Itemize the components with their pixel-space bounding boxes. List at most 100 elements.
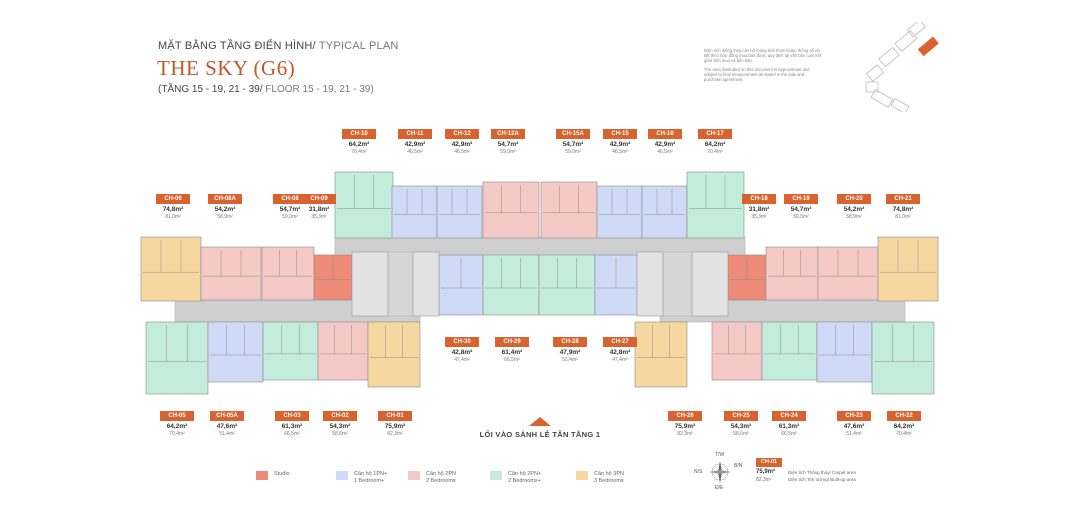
unit-carpet-area: 31,8m² (308, 206, 330, 213)
unit-built-up-area: 70,4m² (351, 149, 367, 155)
unit-carpet-area: 75,9m² (674, 423, 696, 430)
unit-carpet-area: 47,6m² (216, 423, 238, 430)
lobby-entrance-marker: LỐI VÀO SẢNH LỄ TÂN TẦNG 1 (470, 417, 610, 439)
unit-carpet-area: 47,9m² (559, 349, 581, 356)
unit-code: CH-19 (784, 194, 818, 204)
unit-block-ch-15a (540, 181, 598, 239)
unit-code: CH-10 (342, 129, 376, 139)
lobby-entrance-label: LỐI VÀO SẢNH LỄ TÂN TẦNG 1 (479, 430, 601, 439)
unit-block-ch-26 (634, 321, 688, 388)
corridor-link-east (662, 251, 693, 317)
unit-carpet-area: 64,2m² (348, 141, 370, 148)
legend-swatch (408, 471, 420, 480)
legend-swatch (576, 471, 588, 480)
unit-built-up-area: 51,4m² (562, 357, 578, 363)
unit-block-ch-05a (207, 321, 264, 383)
unit-code: CH-23 (837, 411, 871, 421)
built-up-area-description: Diện tích Tim tường/ Built-up area (788, 477, 856, 482)
compass-north: T/W (715, 452, 725, 458)
unit-carpet-area: 31,8m² (748, 206, 770, 213)
unit-carpet-area: 64,2m² (704, 141, 726, 148)
legend-swatch (336, 471, 348, 480)
unit-code: CH-12A (491, 129, 525, 139)
unit-code: CH-03 (275, 411, 309, 421)
unit-built-up-area: 66,5m² (284, 431, 300, 437)
unit-built-up-area: 70,4m² (169, 431, 185, 437)
unit-block-ch-15 (596, 185, 643, 239)
unit-code: CH-05A (210, 411, 244, 421)
unit-built-up-area: 51,4m² (219, 431, 235, 437)
unit-built-up-area: 46,5m² (612, 149, 628, 155)
core-east (691, 251, 729, 317)
legend-swatch (256, 471, 268, 480)
unit-built-up-area: 46,5m² (407, 149, 423, 155)
unit-code: CH-16 (648, 129, 682, 139)
legend-label-vi: Căn hộ 2PN+ (508, 471, 542, 477)
unit-built-up-area: 82,3m² (677, 431, 693, 437)
unit-carpet-area: 54,7m² (562, 141, 584, 148)
unit-block-ch-11 (391, 185, 438, 239)
unit-block-ch-12 (436, 185, 483, 239)
unit-code: CH-15A (556, 129, 590, 139)
legend-label-vi: Căn hộ 1PN+ (354, 471, 388, 477)
unit-built-up-area: 70,4m² (896, 431, 912, 437)
unit-carpet-area: 74,8m² (892, 206, 914, 213)
unit-carpet-area: 75,9m² (384, 423, 406, 430)
area-note-en: The area illustrated on this document is… (704, 66, 810, 83)
unit-built-up-area: 58,6m² (733, 431, 749, 437)
core-center-right (636, 251, 664, 317)
unit-built-up-area: 51,4m² (846, 431, 862, 437)
unit-code: CH-05 (160, 411, 194, 421)
corridor-link-west (387, 251, 414, 317)
legend-label-vi: Căn hộ 3PN (594, 471, 624, 477)
compass-east: B/N (734, 463, 743, 469)
unit-built-up-area: 58,9m² (217, 214, 233, 220)
unit-block-ch-08 (261, 246, 315, 301)
legend-text: Căn hộ 2PN+2 Bedrooms+ (508, 471, 541, 485)
unit-block-ch-19 (765, 246, 819, 301)
unit-code: CH-09 (302, 194, 336, 204)
unit-carpet-area: 54,3m² (730, 423, 752, 430)
unit-code: CH-30 (445, 337, 479, 347)
unit-carpet-area: 42,9m² (451, 141, 473, 148)
unit-block-ch-16 (641, 185, 688, 239)
unit-built-up-area: 66,5m² (504, 357, 520, 363)
unit-built-up-area: 46,5m² (657, 149, 673, 155)
unit-code: CH-08 (273, 194, 307, 204)
unit-carpet-area: 61,4m² (501, 349, 523, 356)
plan-label-en: TYPICAL PLAN (315, 40, 399, 52)
example-carpet-area: 75,9m² (756, 469, 776, 475)
compass-south: Đ/E (715, 485, 724, 491)
unit-carpet-area: 54,2m² (843, 206, 865, 213)
